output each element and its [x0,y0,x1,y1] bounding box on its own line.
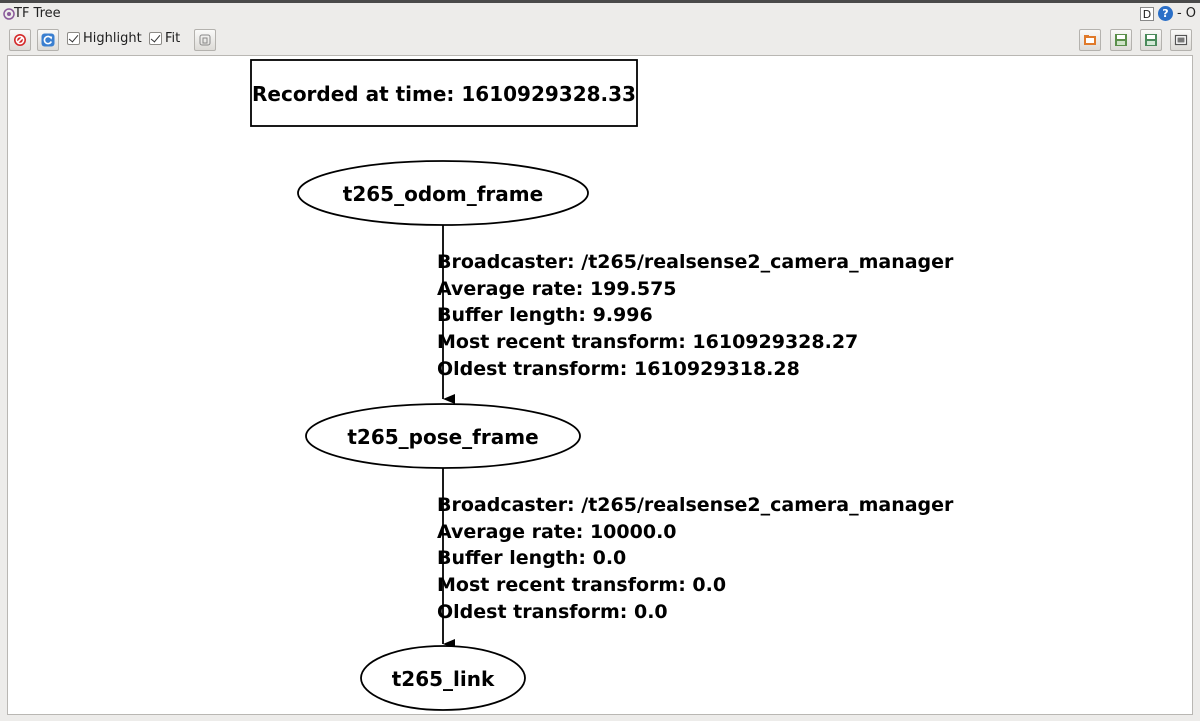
fit-in-view-button[interactable] [194,29,216,51]
node-ellipse [360,645,526,711]
refresh-icon [41,33,55,47]
edge-oldest-transform: Oldest transform: 1610929318.28 [437,358,800,380]
edge-buffer-length: Buffer length: 9.996 [437,304,653,326]
fullscreen-icon [1174,34,1188,46]
dock-button[interactable]: D [1139,6,1154,21]
edge-oldest-transform: Oldest transform: 0.0 [437,601,668,623]
node-t265-odom-frame[interactable]: t265_odom_frame [297,160,589,226]
highlight-checkbox[interactable] [67,32,80,45]
edge-most-recent-transform: Most recent transform: 1610929328.27 [437,331,858,353]
save-image-button[interactable] [1110,29,1132,51]
app-icon [3,8,15,20]
edge-most-recent-transform: Most recent transform: 0.0 [437,574,726,596]
node-label: t265_odom_frame [343,182,543,206]
window-title: TF Tree [14,6,61,21]
titlebar-border [0,0,1200,3]
tf-graph: Recorded at time: 1610929328.33 t265_odo… [250,59,960,711]
minimize-close-buttons[interactable]: - O [1176,6,1196,21]
highlight-label: Highlight [83,31,142,46]
edge-average-rate: Average rate: 10000.0 [437,521,677,543]
node-label: t265_pose_frame [347,425,538,449]
open-file-icon [1084,35,1096,45]
edge-buffer-length: Buffer length: 0.0 [437,547,626,569]
fit-checkbox[interactable] [149,32,162,45]
edge-pose-link-info: Broadcaster: /t265/realsense2_camera_man… [437,494,960,623]
edge-odom-pose-info: Broadcaster: /t265/realsense2_camera_man… [437,251,960,380]
load-button[interactable] [1079,29,1101,51]
save-svg-button[interactable] [1140,29,1162,51]
recorded-box [250,59,638,127]
refresh-button[interactable] [37,29,59,51]
window-titlebar: TF Tree D ? - O [0,0,1200,28]
window-controls: D ? - O [1139,6,1196,21]
toolbar: Highlight Fit [0,28,1200,54]
save-image-icon [1115,34,1127,46]
edge-average-rate: Average rate: 199.575 [437,278,677,300]
edge-broadcaster: Broadcaster: /t265/realsense2_camera_man… [437,494,954,516]
stop-icon [14,34,26,46]
node-t265-link[interactable]: t265_link [360,645,526,711]
help-button[interactable]: ? [1157,6,1173,21]
graph-canvas[interactable]: Recorded at time: 1610929328.33 t265_odo… [7,55,1193,715]
edge-broadcaster: Broadcaster: /t265/realsense2_camera_man… [437,251,954,273]
fit-label: Fit [165,31,181,46]
node-t265-pose-frame[interactable]: t265_pose_frame [305,403,581,469]
fit-in-view-icon [199,34,211,46]
save-svg-icon [1145,34,1157,46]
stop-button[interactable] [9,29,31,51]
recorded-time-label: Recorded at time: 1610929328.33 [252,82,636,106]
fullscreen-button[interactable] [1170,29,1192,51]
node-label: t265_link [392,667,495,691]
